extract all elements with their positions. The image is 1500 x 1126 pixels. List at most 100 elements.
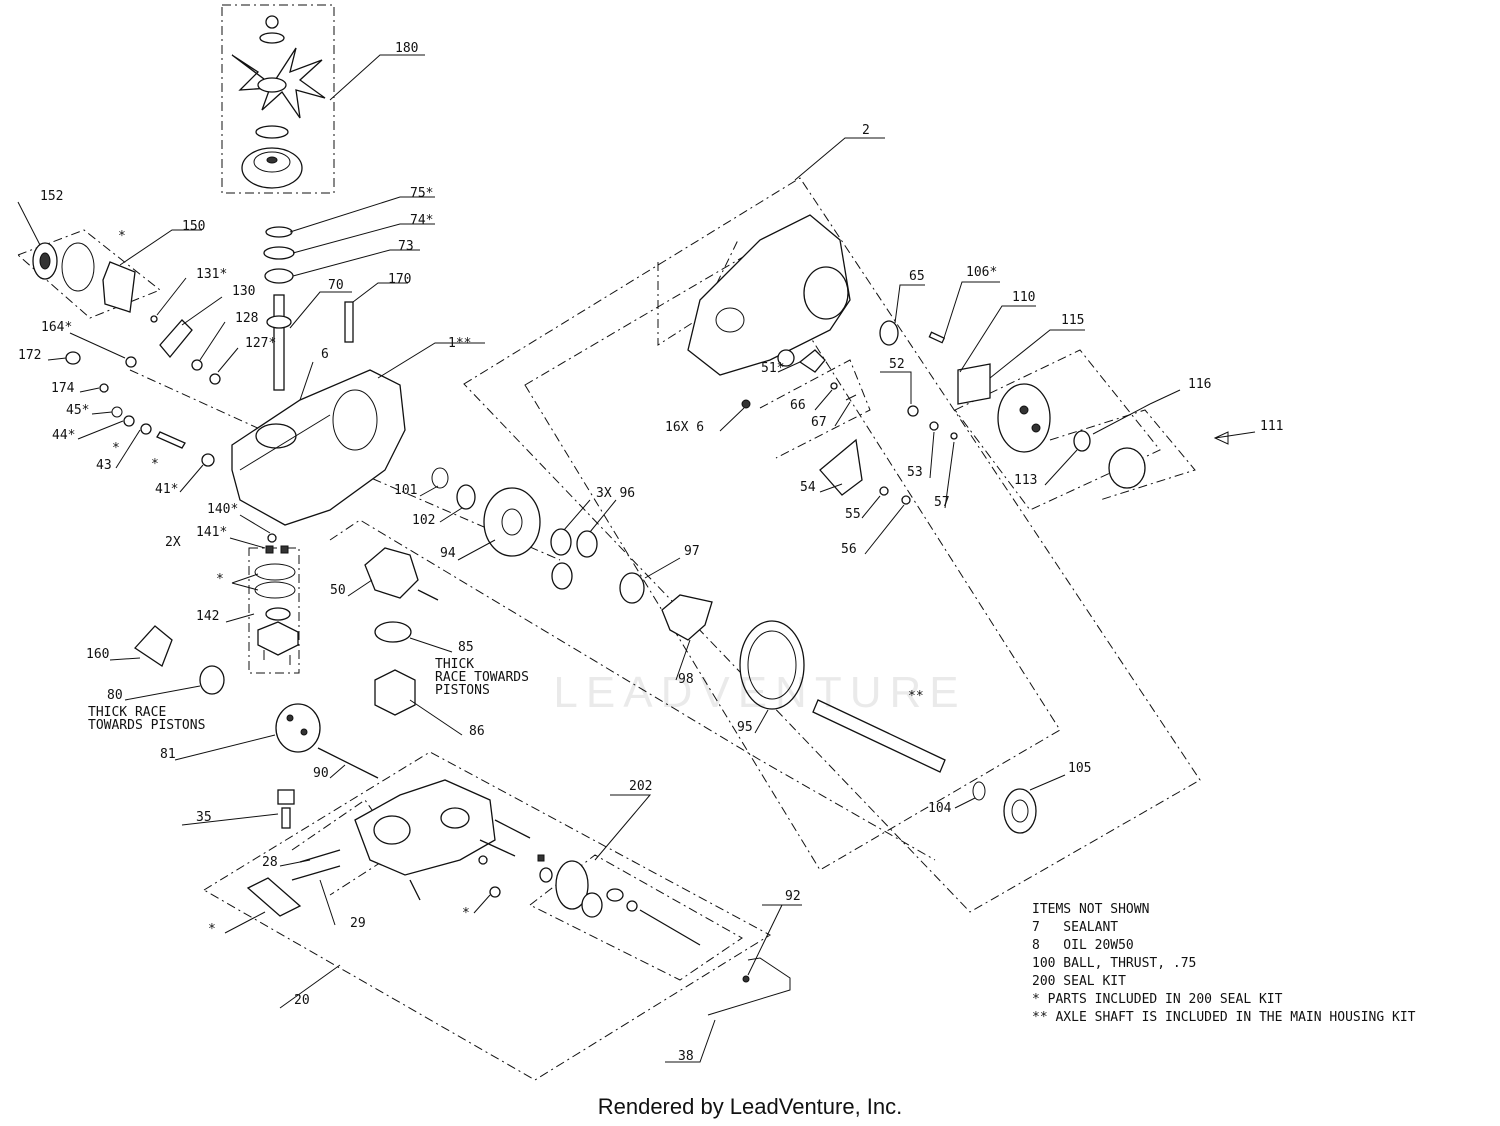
leader-106	[943, 281, 1000, 339]
seal-51	[777, 349, 795, 367]
leader-53	[929, 431, 935, 479]
leader-105	[1029, 774, 1066, 791]
filter-screen	[246, 877, 302, 917]
leader-127	[217, 347, 239, 373]
asterisk-markers: ********	[112, 229, 924, 937]
center-section-kit-outline	[203, 751, 772, 1081]
filter-cap-center	[39, 252, 51, 270]
bypass-seal	[626, 900, 638, 912]
washer-center	[478, 855, 488, 865]
kit-outlines	[17, 4, 1201, 1081]
bolt-right-a	[494, 819, 531, 839]
callout-131: 131*	[196, 267, 227, 282]
leader-164	[69, 332, 126, 359]
leader-38	[665, 1019, 716, 1063]
axle-shaft	[812, 699, 946, 773]
leader-110	[959, 305, 1036, 373]
hub-cap-outline	[1049, 409, 1196, 501]
callout-70: 70	[328, 278, 344, 293]
fitting-141a	[265, 545, 274, 554]
fitting-140	[267, 533, 277, 543]
callout-180: 180	[395, 41, 418, 56]
leader-128	[199, 321, 226, 361]
callout-85: 85	[458, 640, 474, 655]
pump-shaft-90	[317, 747, 379, 779]
seal-131	[150, 315, 158, 323]
leader-142-oring	[231, 573, 259, 591]
callout-43: 43	[96, 458, 112, 473]
o-ring-45	[111, 406, 123, 418]
side-housing-body	[687, 214, 851, 376]
leader-29	[319, 879, 336, 926]
leader-41	[179, 464, 204, 493]
main-housing-1	[231, 369, 406, 554]
callout-127: 127*	[245, 336, 276, 351]
input-centerline	[129, 369, 561, 561]
leader-97	[644, 557, 681, 579]
leader-50	[347, 579, 373, 597]
bearing-105	[1003, 788, 1037, 834]
motor-swashplate-50	[364, 547, 419, 599]
leader-1	[377, 342, 485, 379]
callout-111: 111	[1260, 419, 1283, 434]
leader-130	[181, 296, 223, 326]
leader-43	[115, 429, 141, 469]
callout-75: 75*	[410, 186, 433, 201]
callout-80: 80	[107, 688, 123, 703]
retaining-ring-75	[265, 226, 293, 238]
input-shaft-70	[273, 294, 285, 391]
main-housing-body	[231, 369, 406, 526]
swashplate-160	[134, 625, 173, 667]
housing-flange	[239, 414, 331, 471]
callout-6: 6	[321, 347, 329, 362]
filter-o-ring	[61, 242, 95, 292]
callout-98: 98	[678, 672, 694, 687]
callout-102: 102	[412, 513, 435, 528]
bolt-center	[409, 879, 421, 901]
leader-94	[457, 539, 496, 561]
gerotor	[265, 607, 291, 621]
callout-115: 115	[1061, 313, 1084, 328]
leader-102	[439, 507, 463, 523]
leader-80	[124, 685, 201, 701]
leader-160	[109, 657, 141, 661]
bolt-nut	[489, 886, 501, 898]
leader-111	[1213, 431, 1256, 445]
plug-164	[125, 356, 137, 368]
footer-credit: Rendered by LeadVenture, Inc.	[597, 1094, 903, 1119]
planet-gear-96c	[551, 562, 573, 590]
thrust-bearing-85	[374, 621, 412, 643]
callout-56: 56	[841, 542, 857, 557]
thrust-bearing-80	[199, 665, 225, 695]
leader-45	[91, 411, 113, 415]
callout-170: 170	[388, 272, 411, 287]
leader-104	[954, 797, 976, 809]
bypass-kit-outline	[529, 854, 743, 981]
gear-train	[431, 467, 1037, 834]
charge-o-ring-a	[254, 563, 296, 581]
bypass-arm	[606, 888, 624, 902]
leader-81	[174, 734, 276, 761]
callout-66: 66	[790, 398, 806, 413]
callout-2x: 2X	[165, 535, 181, 550]
seal-44	[123, 415, 135, 427]
callout-106: 106*	[966, 265, 997, 280]
leader-170	[352, 282, 408, 303]
charge-pump-kit-outline	[248, 547, 300, 674]
planet-gear-96a	[550, 528, 572, 556]
hub-assembly-111	[957, 363, 1151, 489]
items-not-shown-legend: ITEMS NOT SHOWN 7 SEALANT 8 OIL 20W50 10…	[1032, 902, 1416, 1025]
asterisk-marker: *	[462, 906, 470, 921]
ring-gear-95	[739, 620, 805, 710]
leader-115	[989, 329, 1085, 379]
sun-gear-97	[619, 572, 645, 604]
callout-164: 164*	[41, 320, 72, 335]
leader-98	[675, 639, 691, 681]
pump-parts	[134, 547, 439, 779]
retaining-ring-101	[431, 467, 449, 489]
asterisk-marker: *	[208, 922, 216, 937]
bolt-right-b	[479, 839, 516, 857]
callout-41: 41*	[155, 482, 178, 497]
